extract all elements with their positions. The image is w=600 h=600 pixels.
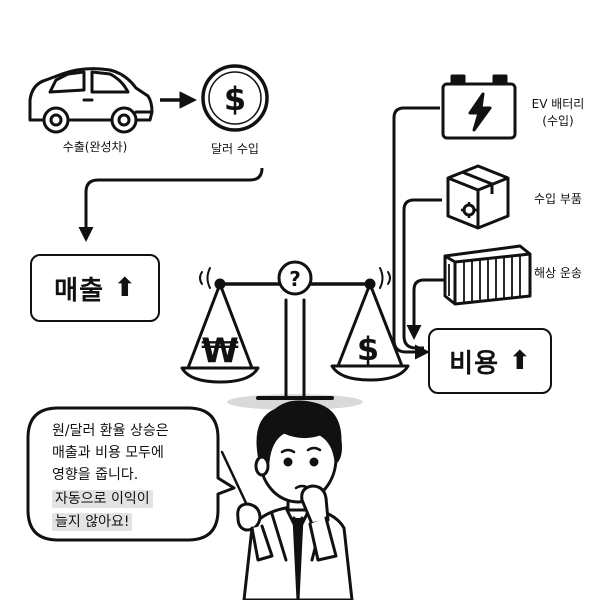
arrow-parts-to-cost: [402, 198, 442, 350]
scale-question-mark: ?: [289, 267, 301, 291]
parts-box-icon: [446, 164, 510, 230]
arrow-container-to-cost: [406, 278, 444, 340]
scale-won-symbol: ₩: [201, 331, 239, 371]
car-icon: [28, 67, 154, 134]
thinking-person-icon: [220, 400, 354, 600]
revenue-box: 매출 ⬆: [30, 254, 160, 322]
label-dollar-income: 달러 수입: [211, 142, 259, 156]
cost-label: 비용: [449, 348, 500, 379]
bubble-line-1: 원/달러 환율 상승은: [52, 423, 169, 439]
revenue-label: 매출: [54, 275, 105, 306]
revenue-up-arrow-icon: ⬆: [114, 273, 136, 303]
bubble-highlight-2: 늘지 않아요!: [52, 511, 133, 531]
label-ev-battery-line1: EV 배터리: [531, 97, 585, 111]
bubble-highlight-1: 자동으로 이익이: [52, 488, 153, 508]
coin-dollar-symbol: $: [224, 80, 246, 118]
shipping-container-icon: [443, 244, 532, 306]
label-ev-battery: EV 배터리 (수입): [518, 96, 598, 130]
arrow-to-revenue: [78, 167, 264, 242]
label-export-car: 수출(완성차): [62, 140, 128, 154]
battery-icon: [441, 74, 517, 140]
label-ev-battery-line2: (수입): [542, 114, 574, 128]
arrow-battery-to-cost: [392, 106, 440, 360]
scale-dollar-symbol: $: [357, 330, 379, 368]
bubble-highlight-2-text: 늘지 않아요!: [52, 513, 133, 531]
cost-box: 비용 ⬆: [428, 328, 552, 394]
bubble-highlight-1-text: 자동으로 이익이: [52, 490, 153, 508]
label-shipping: 해상 운송: [534, 266, 582, 280]
bubble-line-3: 영향을 줍니다.: [52, 467, 139, 483]
label-imported-parts: 수입 부품: [534, 192, 582, 206]
dollar-coin-icon: $: [201, 64, 269, 132]
bubble-line-2: 매출과 비용 모두에: [52, 445, 164, 461]
cost-up-arrow-icon: ⬆: [509, 346, 531, 376]
